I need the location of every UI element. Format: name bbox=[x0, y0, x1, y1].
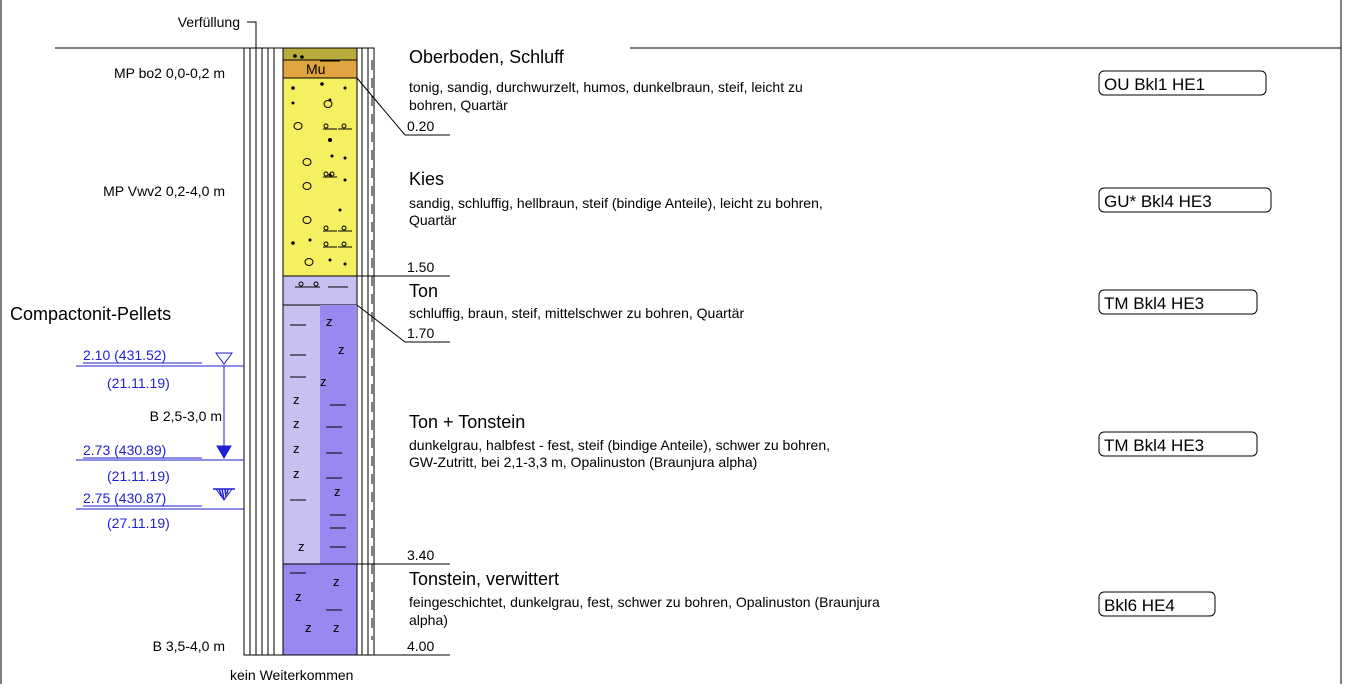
svg-text:z: z bbox=[293, 416, 300, 431]
depth-1-50: 1.50 bbox=[407, 259, 434, 275]
classification-badge: OU Bkl1 HE1 bbox=[1098, 70, 1267, 96]
layer-description-line: dunkelgrau, halbfest - fest, steif (bind… bbox=[409, 437, 830, 453]
layer-title: Ton + Tonstein bbox=[409, 412, 525, 432]
water-level-label: 2.73 (430.89) bbox=[83, 442, 166, 458]
layer-title: Ton bbox=[409, 281, 438, 301]
svg-text:OU Bkl1 HE1: OU Bkl1 HE1 bbox=[1104, 75, 1205, 94]
layer-title: Kies bbox=[409, 169, 444, 189]
svg-text:z: z bbox=[295, 589, 302, 604]
water-level-date: (21.11.19) bbox=[107, 468, 170, 484]
svg-text:z: z bbox=[298, 539, 305, 554]
classification-boxes: OU Bkl1 HE1 GU* Bkl4 HE3 TM Bkl4 HE3 TM … bbox=[1098, 70, 1272, 617]
depth-3-40: 3.40 bbox=[407, 547, 434, 563]
layer-description-line: tonig, sandig, durchwurzelt, humos, dunk… bbox=[409, 79, 803, 95]
depth-1-70: 1.70 bbox=[407, 325, 434, 341]
sample-label: MP Vwv2 0,2-4,0 m bbox=[103, 183, 225, 199]
depth-4-00: 4.00 bbox=[407, 638, 434, 654]
svg-text:z: z bbox=[293, 466, 300, 481]
layer-oberboden-fill: Mu bbox=[282, 47, 358, 79]
svg-text:z: z bbox=[338, 342, 345, 357]
svg-text:z: z bbox=[326, 314, 333, 329]
svg-text:z: z bbox=[293, 392, 300, 407]
layer-description-line: sandig, schluffig, hellbraun, steif (bin… bbox=[409, 195, 823, 211]
classification-badge: TM Bkl4 HE3 bbox=[1098, 431, 1258, 457]
water-level-date: (21.11.19) bbox=[107, 375, 170, 391]
water-level-arrow-down-icon bbox=[216, 445, 232, 459]
layer-descriptions: Oberboden, Schluff tonig, sandig, durchw… bbox=[409, 47, 880, 628]
water-level-hatched-triangle-icon bbox=[213, 488, 235, 501]
layer-title: Oberboden, Schluff bbox=[409, 47, 565, 67]
layer-description-line: alpha) bbox=[409, 612, 448, 628]
svg-text:z: z bbox=[333, 574, 340, 589]
soil-column: Mu bbox=[282, 47, 358, 656]
backfill-material-label: Compactonit-Pellets bbox=[10, 304, 171, 324]
layer-description-line: feingeschichtet, dunkelgrau, fest, schwe… bbox=[409, 594, 880, 610]
svg-text:z: z bbox=[305, 620, 312, 635]
layer-tonstein-verwittert-fill: z z z z bbox=[282, 563, 358, 656]
svg-text:Bkl6 HE4: Bkl6 HE4 bbox=[1104, 596, 1175, 615]
layer-kies-fill bbox=[282, 77, 358, 277]
water-level-label: 2.10 (431.52) bbox=[83, 347, 166, 363]
bottom-label: kein Weiterkommen bbox=[230, 667, 353, 683]
classification-badge: TM Bkl4 HE3 bbox=[1098, 289, 1258, 315]
svg-text:TM Bkl4 HE3: TM Bkl4 HE3 bbox=[1104, 436, 1204, 455]
water-level-open-triangle-icon bbox=[215, 352, 233, 365]
water-level-date: (27.11.19) bbox=[107, 515, 170, 531]
sample-label: B 3,5-4,0 m bbox=[153, 638, 225, 654]
layer-description-line: bohren, Quartär bbox=[409, 97, 508, 113]
water-level-label: 2.75 (430.87) bbox=[83, 490, 166, 506]
svg-text:z: z bbox=[333, 620, 340, 635]
sample-label: MP bo2 0,0-0,2 m bbox=[114, 65, 225, 81]
backfill-column bbox=[243, 47, 375, 656]
depth-0-20: 0.20 bbox=[407, 118, 434, 134]
fill-label-leader bbox=[247, 21, 257, 48]
fill-label: Verfüllung bbox=[178, 14, 240, 30]
depth-markers: 0.20 1.50 1.70 3.40 4.00 bbox=[356, 77, 450, 656]
mu-symbol: Mu bbox=[306, 61, 325, 77]
svg-text:z: z bbox=[334, 484, 341, 499]
sample-label: B 2,5-3,0 m bbox=[150, 408, 222, 424]
svg-text:z: z bbox=[320, 374, 327, 389]
layer-ton-tonstein-fill: zzz zzz zzz bbox=[282, 304, 358, 565]
layer-description-line: schluffig, braun, steif, mittelschwer zu… bbox=[409, 305, 744, 321]
layer-description-line: GW-Zutritt, bei 2,1-3,3 m, Opalinuston (… bbox=[409, 454, 757, 470]
svg-text:TM Bkl4 HE3: TM Bkl4 HE3 bbox=[1104, 294, 1204, 313]
water-levels: 2.10 (431.52) (21.11.19) 2.73 (430.89) (… bbox=[76, 347, 244, 531]
svg-text:GU* Bkl4 HE3: GU* Bkl4 HE3 bbox=[1104, 192, 1212, 211]
layer-title: Tonstein, verwittert bbox=[409, 569, 559, 589]
sample-labels: MP bo2 0,0-0,2 m MP Vwv2 0,2-4,0 m B 2,5… bbox=[103, 65, 225, 654]
layer-description-line: Quartär bbox=[409, 212, 457, 228]
classification-badge: GU* Bkl4 HE3 bbox=[1098, 187, 1272, 213]
svg-text:z: z bbox=[293, 441, 300, 456]
layer-ton-fill bbox=[282, 275, 358, 306]
classification-badge: Bkl6 HE4 bbox=[1098, 591, 1216, 617]
